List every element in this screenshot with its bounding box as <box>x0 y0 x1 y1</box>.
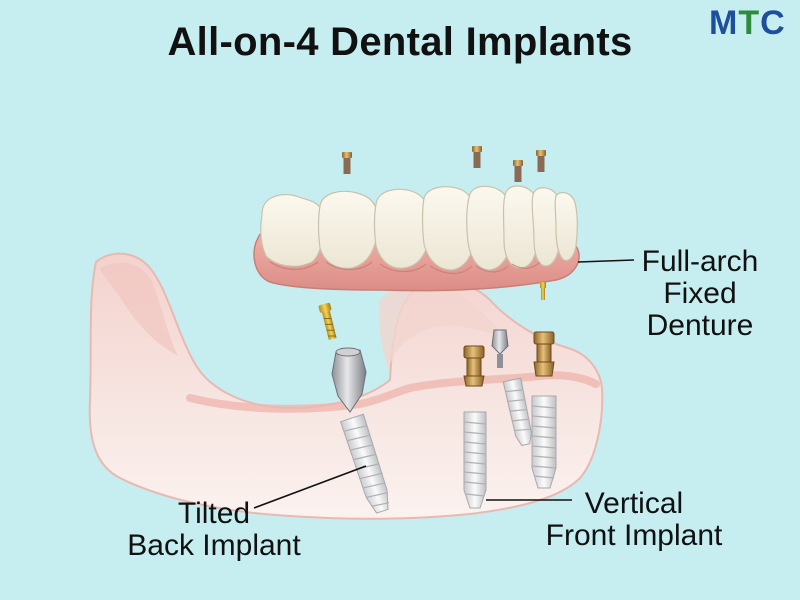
tilted-back-implant <box>318 302 390 514</box>
label-vertical-front-implant: Vertical Front Implant <box>524 488 744 552</box>
leader-lines <box>253 259 635 509</box>
denture-teeth <box>260 185 578 271</box>
page-title: All-on-4 Dental Implants <box>167 20 633 64</box>
full-arch-denture <box>253 185 580 292</box>
label-line: Denture <box>646 309 754 342</box>
label-line: Front Implant <box>545 519 723 552</box>
tilted-leader-line <box>253 465 367 509</box>
label-line: Fixed <box>663 277 737 310</box>
label-full-arch-fixed-denture: Full-arch Fixed Denture <box>620 246 780 342</box>
logo-letter-t: T <box>738 4 761 42</box>
logo-letter-m: M <box>709 4 739 42</box>
prosthetic-screws <box>342 146 546 182</box>
denture-leader-line <box>577 259 635 263</box>
front-implants <box>463 282 557 509</box>
mtc-logo: MTC <box>709 4 786 43</box>
label-line: Back Implant <box>127 529 301 562</box>
logo-letter-c: C <box>760 4 786 42</box>
label-tilted-back-implant: Tilted Back Implant <box>104 498 324 562</box>
label-line: Full-arch <box>641 245 759 278</box>
label-line: Vertical <box>584 487 684 520</box>
label-line: Tilted <box>177 497 251 530</box>
